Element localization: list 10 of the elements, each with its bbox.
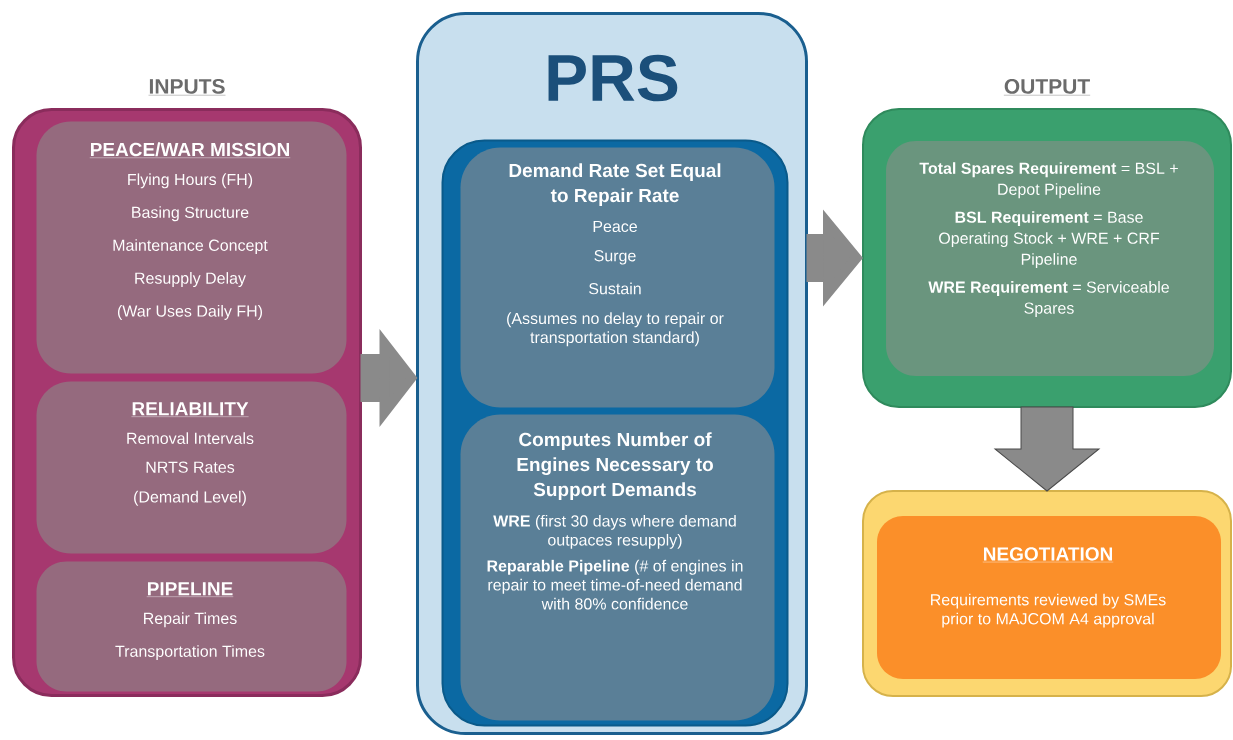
node-label: OUTPUT [1004,78,1090,94]
content-box: PIPELINE Repair Times Transportation Times [36,561,347,692]
content-box: Total Spares Requirement = BSL + Depot Pipeline BSL Requirement = Base Operating Stock + WRE + CRF Pipeline WRE Requirement = Serviceable Spares [886,141,1214,376]
content-box: PEACE/WAR MISSION Flying Hours (FH) Basing Structure Maintenance Concept Resupply Delay (War Uses Daily FH) [36,121,347,374]
block-arrow [994,406,1100,492]
content-box: Demand Rate Set Equal to Repair Rate Peace Surge Sustain (Assumes no delay to repair or transportation standard) [460,147,775,408]
content-box: NEGOTIATION Requirements reviewed by SMEs prior to MAJCOM A4 approval [877,516,1221,679]
content-box: Computes Number of Engines Necessary to Support Demands WRE (first 30 days where demand outpaces resupply) Reparable Pipeline (# of engines in repair to meet time-of-need demand with 80% confidence [460,414,775,721]
content-box: RELIABILITY Removal Intervals NRTS Rates (Demand Level) [36,381,347,554]
node-label: INPUTS [149,78,225,94]
